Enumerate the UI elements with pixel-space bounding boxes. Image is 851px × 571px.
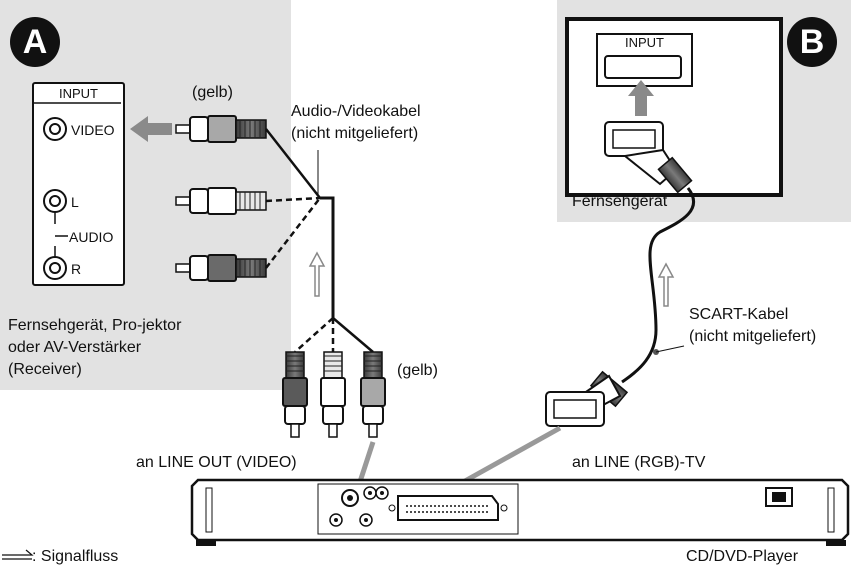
tv-input-panel-a (32, 82, 125, 286)
jack-label-audio: AUDIO (69, 229, 114, 245)
audio-l-jack-icon (43, 189, 67, 213)
panel-a-caption-line1: Fernsehgerät, Pro-jektor (8, 317, 182, 334)
cable-audio-r-bottom (294, 317, 334, 353)
coaxial-optical-jacks-icon (329, 513, 373, 527)
rca-plug-audio-r-bottom-icon (282, 351, 308, 438)
label-signal-flow: : Signalfluss (32, 548, 119, 565)
av-cable-main (320, 196, 335, 318)
rca-plug-audio-r-left-icon (175, 254, 267, 282)
jack-label-video: VIDEO (71, 122, 115, 138)
label-av-cable-line1: Audio-/Videokabel (291, 103, 421, 120)
video-jack-icon (43, 117, 67, 141)
player-rear-panel (190, 478, 850, 546)
cable-video-left (265, 128, 321, 199)
signal-arrow-a-icon (130, 116, 172, 142)
scart-cable (621, 187, 696, 384)
signal-arrow-b-icon (628, 80, 654, 116)
label-scart-line1: SCART-Kabel (689, 306, 789, 323)
label-gelb-bottom: (gelb) (397, 362, 438, 379)
line-out-audio-jacks-icon (363, 486, 389, 500)
cable-audio-r-left (265, 197, 321, 269)
signal-flow-legend-icon (2, 549, 34, 560)
label-scart-line2: (nicht mitgeliefert) (689, 328, 817, 345)
cable-video-bottom (332, 317, 374, 353)
scart-input-port-icon (604, 55, 682, 79)
scart-plug-player-icon (545, 370, 629, 427)
input-header-a: INPUT (59, 86, 98, 101)
signal-flow-arrow-scart-icon (657, 262, 675, 307)
panel-b-tv-label: Fernsehgerät (572, 193, 668, 210)
panel-a-caption-line2: oder AV-Verstärker (8, 339, 142, 356)
label-av-cable-line2: (nicht mitgeliefert) (291, 125, 419, 142)
signal-flow-arrow-av-icon (308, 251, 326, 297)
rca-plug-audio-l-left-icon (175, 187, 267, 215)
panel-a-caption-line3: (Receiver) (8, 361, 82, 378)
label-line-out: an LINE OUT (VIDEO) (136, 454, 297, 471)
line-out-video-jack-icon (341, 489, 359, 507)
rca-plug-audio-l-bottom-icon (320, 351, 346, 438)
label-gelb-top: (gelb) (192, 84, 233, 101)
badge-b: B (787, 17, 837, 67)
label-player: CD/DVD-Player (686, 548, 799, 565)
label-line-rgb: an LINE (RGB)-TV (572, 454, 706, 471)
cable-audio-l-left (265, 196, 321, 203)
power-socket-icon (765, 487, 793, 507)
rca-plug-video-left-icon (175, 115, 267, 143)
scart-plug-tv-icon (604, 121, 693, 194)
jack-label-l: L (71, 194, 79, 210)
jack-label-r: R (71, 261, 82, 277)
audio-r-jack-icon (43, 256, 67, 280)
scart-cable-leader (655, 345, 685, 353)
scart-socket-icon (388, 495, 508, 521)
rca-plug-video-bottom-icon (360, 351, 386, 438)
badge-a: A (10, 17, 60, 67)
input-header-b: INPUT (625, 35, 664, 50)
audio-bracket (54, 212, 68, 257)
